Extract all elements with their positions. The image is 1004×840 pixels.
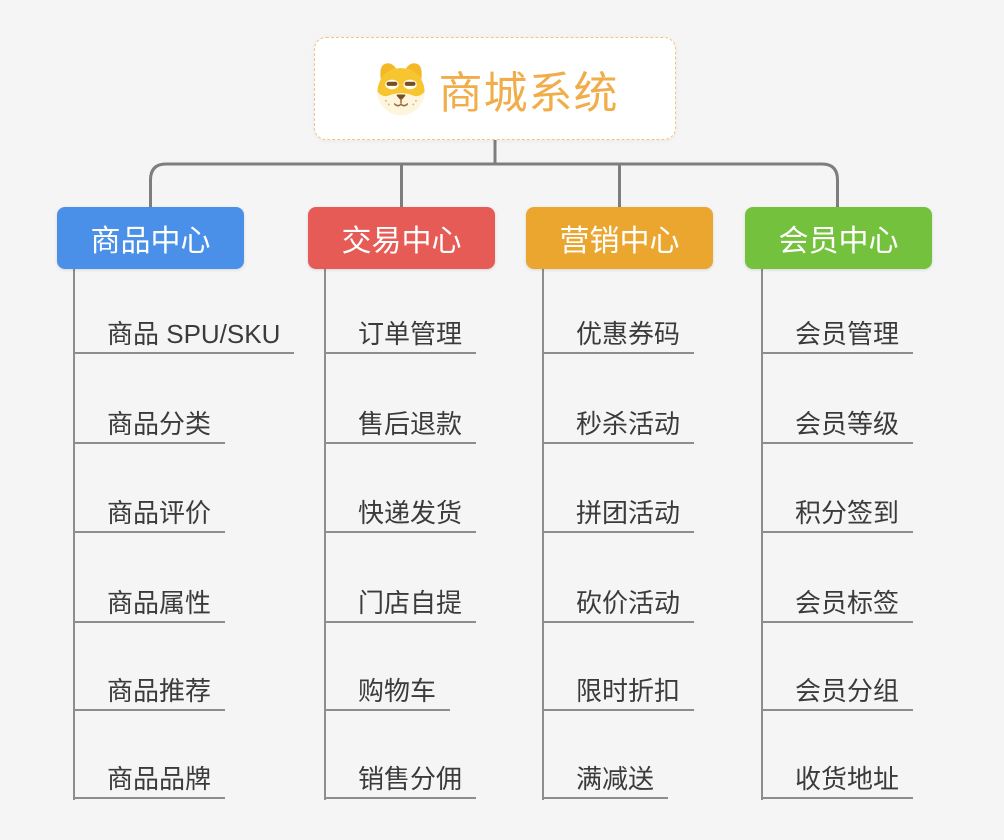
child-topic[interactable]: 商品分类 [73, 408, 226, 444]
branch-label: 会员中心 [778, 225, 899, 258]
child-topic[interactable]: 秒杀活动 [542, 408, 695, 444]
branch-label: 商品中心 [90, 225, 211, 258]
child-topic[interactable]: 销售分佣 [324, 763, 477, 799]
child-topic[interactable]: 拼团活动 [542, 497, 695, 533]
child-topic[interactable]: 购物车 [324, 675, 451, 711]
child-topic[interactable]: 订单管理 [324, 318, 477, 354]
child-topic[interactable]: 商品 SPU/SKU [73, 318, 295, 354]
child-topic[interactable]: 商品属性 [73, 587, 226, 623]
branch-label: 交易中心 [341, 225, 462, 258]
branch-marketing-center[interactable]: 营销中心 [526, 207, 713, 269]
child-topic[interactable]: 会员管理 [761, 318, 914, 354]
branch-label: 营销中心 [559, 225, 680, 258]
root-topic-title: 商城系统 [438, 68, 619, 118]
branch-rail [149, 162, 839, 209]
child-topic[interactable]: 会员等级 [761, 408, 914, 444]
branch-member-center[interactable]: 会员中心 [745, 207, 932, 269]
child-topic[interactable]: 优惠券码 [542, 318, 695, 354]
child-topic[interactable]: 砍价活动 [542, 587, 695, 623]
child-topic[interactable]: 积分签到 [761, 497, 914, 533]
child-topic[interactable]: 商品评价 [73, 497, 226, 533]
root-topic[interactable]: 商城系统 [314, 37, 676, 140]
child-topic[interactable]: 快递发货 [324, 497, 477, 533]
branch-product-center[interactable]: 商品中心 [57, 207, 244, 269]
child-topic[interactable]: 售后退款 [324, 408, 477, 444]
child-topic[interactable]: 会员标签 [761, 587, 914, 623]
child-topic[interactable]: 限时折扣 [542, 675, 695, 711]
child-topic[interactable]: 满减送 [542, 763, 669, 799]
child-topic[interactable]: 收货地址 [761, 763, 914, 799]
child-topic[interactable]: 门店自提 [324, 587, 477, 623]
dog-face-icon [372, 60, 430, 118]
child-topic[interactable]: 商品推荐 [73, 675, 226, 711]
child-topic[interactable]: 商品品牌 [73, 763, 226, 799]
branch-trade-center[interactable]: 交易中心 [308, 207, 495, 269]
child-topic[interactable]: 会员分组 [761, 675, 914, 711]
